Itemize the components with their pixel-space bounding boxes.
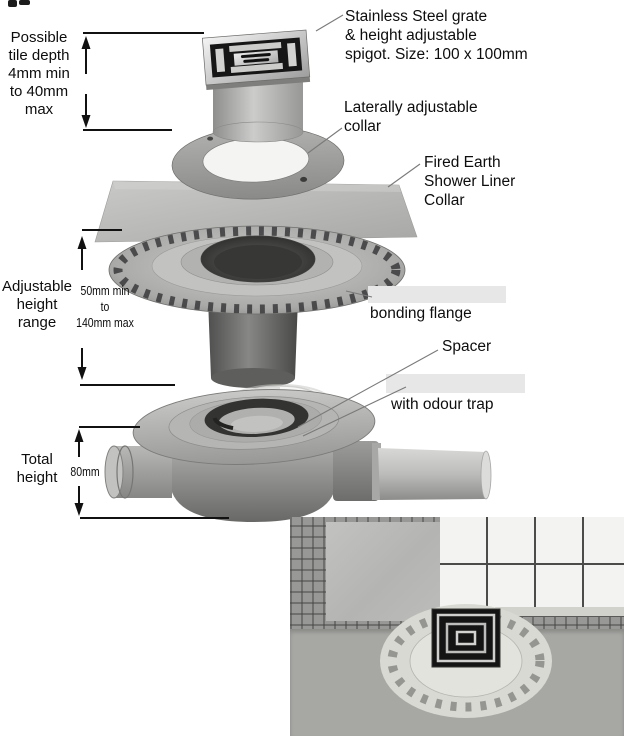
label-with-odour-trap: with odour trap xyxy=(391,396,494,413)
label-line: Total xyxy=(21,451,53,468)
label-line: Stainless Steel grate xyxy=(345,8,488,25)
label-line: height xyxy=(16,469,58,486)
value-line: 140mm max xyxy=(76,316,134,330)
label-fired-earth-liner: Fired Earth Shower Liner Collar xyxy=(424,153,515,210)
cut-tile-strip xyxy=(495,607,624,616)
label-laterally-adjustable-collar: Laterally adjustable collar xyxy=(344,98,478,136)
label-line: spigot. Size: 100 x 100mm xyxy=(345,46,528,63)
label-bonding-flange: bonding flange xyxy=(370,305,472,322)
leader-liner xyxy=(387,163,421,188)
leader-grate xyxy=(315,14,344,32)
value-line: 50mm min xyxy=(80,284,130,298)
label-line: Laterally adjustable xyxy=(344,99,478,116)
leader-collar xyxy=(307,127,343,154)
dimension-annotations xyxy=(74,32,229,519)
value-line: to xyxy=(100,300,110,314)
dimension-tile-depth xyxy=(81,32,204,131)
label-line: Collar xyxy=(424,192,465,209)
label-line: Adjustable xyxy=(1,278,73,295)
installed-grate xyxy=(431,608,501,668)
installed-drain-photo xyxy=(290,517,624,736)
label-line: max xyxy=(24,101,54,118)
label-line: range xyxy=(17,314,57,331)
label-line: height xyxy=(16,296,58,313)
trap-body-illustration xyxy=(104,389,492,522)
grate-spigot-illustration xyxy=(201,29,311,143)
label-line: collar xyxy=(344,118,382,135)
label-line: 4mm min xyxy=(8,65,70,82)
crop-artifact xyxy=(8,0,30,7)
label-grate-spigot: Stainless Steel grate & height adjustabl… xyxy=(345,7,528,64)
leader-bonding-flange xyxy=(345,290,373,298)
label-line: Fired Earth xyxy=(424,154,501,171)
label-line: Shower Liner xyxy=(424,173,516,190)
label-line: tile depth xyxy=(8,47,70,64)
label-line: to 40mm xyxy=(9,83,69,100)
value-adjustable-height-range: 50mm min to 140mm max xyxy=(76,283,135,331)
liner-fleece-square xyxy=(326,522,441,621)
label-adjustable-height-range: Adjustable height range xyxy=(0,278,74,332)
flange-illustration xyxy=(108,225,406,388)
leader-odour-trap xyxy=(302,386,407,437)
white-tiles xyxy=(440,517,624,617)
dimension-adjustable-height xyxy=(77,229,175,386)
value-total-height: 80mm xyxy=(70,465,100,479)
collar-illustration xyxy=(171,126,345,200)
leader-spacer xyxy=(297,349,439,428)
label-line: & height adjustable xyxy=(345,27,477,44)
leader-lines xyxy=(297,14,439,437)
whiteout-box-2 xyxy=(386,374,525,393)
whiteout-box-1 xyxy=(368,286,506,303)
installed-flange-grate xyxy=(380,604,552,718)
label-line: Possible xyxy=(10,29,68,46)
label-possible-tile-depth: Possible tile depth 4mm min to 40mm max xyxy=(0,29,78,119)
label-spacer: Spacer xyxy=(442,338,492,355)
label-total-height: Total height xyxy=(0,451,74,487)
dimension-total-height xyxy=(74,426,229,519)
